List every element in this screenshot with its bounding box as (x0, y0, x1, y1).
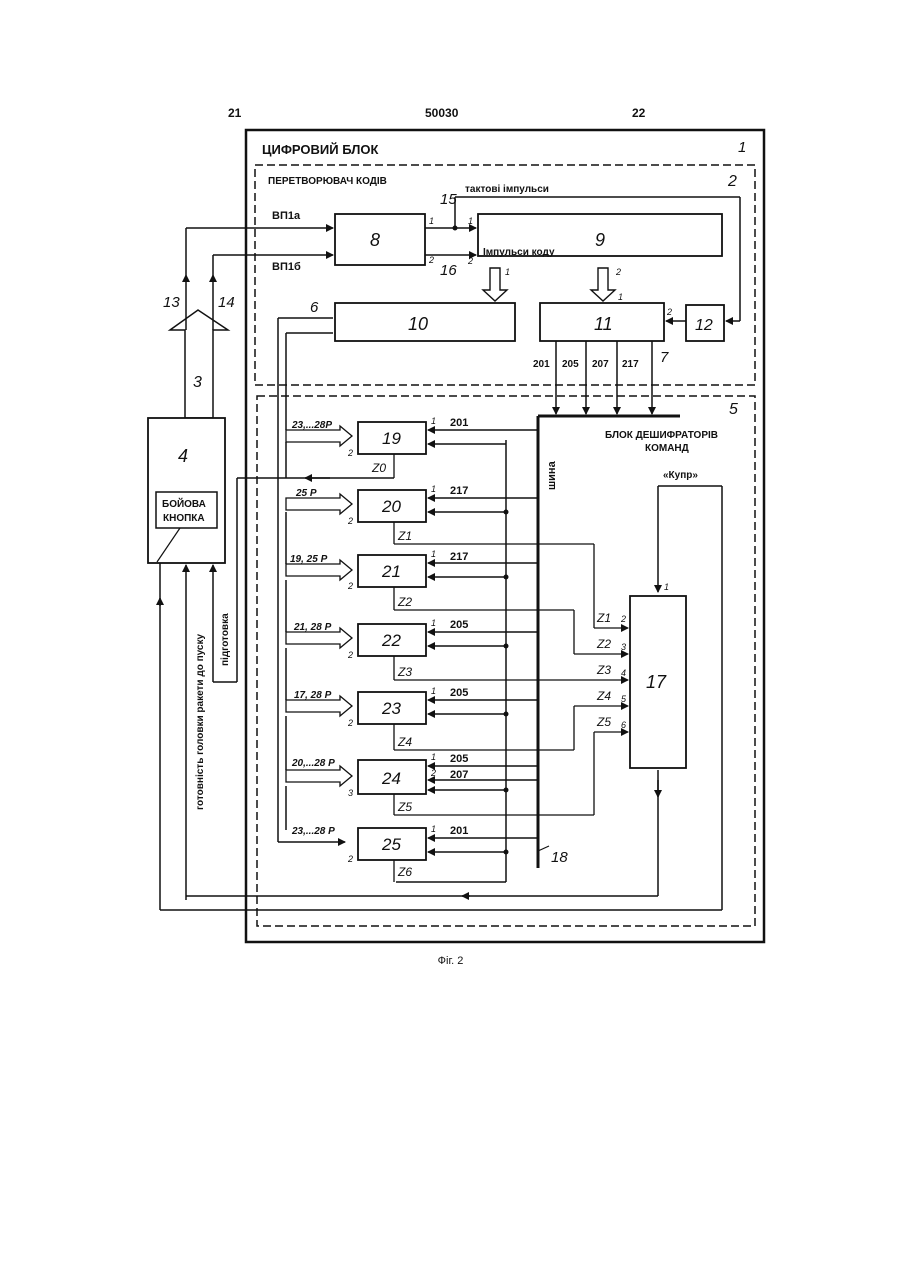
b17-in-z5: Z5 (596, 715, 611, 729)
d20-pin1: 1 (431, 484, 436, 494)
combat-button-line2: КНОПКА (163, 513, 205, 524)
d19-pin2: 2 (347, 448, 353, 458)
z0-label: Z0 (371, 461, 386, 475)
digital-block-title: ЦИФРОВИЙ БЛОК (262, 142, 378, 157)
decoder-21-code: 217 (450, 551, 468, 563)
decoder-25-input: 23,...28 Р (291, 826, 335, 837)
bus-arrow-9-10 (483, 268, 507, 301)
block-12-label: 12 (695, 317, 713, 334)
decoder-25-code: 201 (450, 825, 468, 837)
vp1a-label: ВП1а (272, 210, 301, 222)
b17-in-z4: Z4 (596, 689, 611, 703)
decoder-block-number: 5 (729, 401, 738, 418)
block-10-label: 10 (408, 314, 428, 334)
b17-pin3: 3 (621, 642, 626, 652)
decoder-24-label: 24 (381, 769, 401, 788)
d25-pin1: 1 (431, 824, 436, 834)
b8-pin1: 1 (429, 216, 434, 226)
z5-out-label: Z5 (397, 800, 412, 814)
figure-caption: Фіг. 2 (0, 955, 901, 967)
b17-pin2: 2 (620, 614, 626, 624)
b17-pin6: 6 (621, 720, 626, 730)
block-11-label: 11 (594, 314, 613, 334)
block-4-label: 4 (178, 446, 188, 466)
d23-pin1: 1 (431, 686, 436, 696)
ref-6: 6 (310, 299, 319, 316)
bus-code-205: 205 (562, 359, 579, 370)
d21-pin1: 1 (431, 549, 436, 559)
bus-arrow-3 (170, 310, 228, 418)
b17-in-z1: Z1 (596, 611, 611, 625)
d25-pin2: 2 (347, 854, 353, 864)
b9-pin2: 2 (467, 256, 473, 266)
decoder-24-code-a: 205 (450, 753, 468, 765)
arrow-9-11-pin: 2 (615, 267, 621, 277)
kupr-label: «Купр» (663, 470, 698, 481)
decoder-19-code: 201 (450, 417, 468, 429)
code-converter-number: 2 (727, 173, 737, 190)
preparation-label: підготовка (220, 613, 231, 666)
combat-button-line1: БОЙОВА (162, 497, 206, 510)
decoder-23-code: 205 (450, 687, 468, 699)
decoder-24-code-b: 207 (450, 769, 468, 781)
decoder-20-code: 217 (450, 485, 468, 497)
ref-14: 14 (218, 294, 235, 311)
bus-code-217: 217 (622, 359, 639, 370)
decoder-block-title-1: БЛОК ДЕШИФРАТОРІВ (605, 430, 718, 441)
d21-pin2: 2 (347, 581, 353, 591)
bus-arrow-9-11 (591, 268, 615, 301)
code-pulses-label: Імпульси коду (483, 247, 555, 258)
block-17-label: 17 (646, 672, 667, 692)
block-4 (148, 418, 225, 563)
b17-in-z3: Z3 (596, 663, 611, 677)
bus-code-207: 207 (592, 359, 609, 370)
z3-out-label: Z3 (397, 665, 412, 679)
b17-pin1: 1 (664, 582, 669, 592)
vp1b-label: ВП1б (272, 261, 301, 273)
b11-pin1: 1 (618, 292, 623, 302)
z4-out-label: Z4 (397, 735, 412, 749)
decoder-20-label: 20 (381, 497, 401, 516)
decoder-19-label: 19 (382, 429, 401, 448)
d24-pin2: 2 (430, 768, 436, 778)
d24-pin3: 3 (348, 788, 353, 798)
b17-pin4: 4 (621, 668, 626, 678)
block-9-label: 9 (595, 230, 605, 250)
arrow-9-10-pin: 1 (505, 267, 510, 277)
b17-pin5: 5 (621, 694, 627, 704)
bus-label: шина (546, 460, 558, 490)
decoder-24-input: 20,...28 Р (291, 758, 335, 769)
clock-pulses-label: тактові імпульси (465, 184, 549, 195)
z6-out-label: Z6 (397, 865, 412, 879)
bus-code-201: 201 (533, 359, 550, 370)
b9-pin1: 1 (468, 216, 473, 226)
readiness-label: готовність головки ракети до пуску (195, 634, 206, 810)
z1-out-label: Z1 (397, 529, 412, 543)
decoder-25-label: 25 (381, 835, 401, 854)
z2-out-label: Z2 (397, 595, 412, 609)
b11-pin2: 2 (666, 307, 672, 317)
code-converter-title: ПЕРЕТВОРЮВАЧ КОДІВ (268, 176, 387, 187)
digital-block-number: 1 (738, 139, 746, 156)
b8-pin2: 2 (428, 255, 434, 265)
d23-pin2: 2 (347, 718, 353, 728)
ref-3: 3 (193, 374, 202, 391)
b17-in-z2: Z2 (596, 637, 611, 651)
decoder-21-label: 21 (381, 562, 401, 581)
ref-7: 7 (660, 349, 669, 366)
d20-pin2: 2 (347, 516, 353, 526)
decoder-22-code: 205 (450, 619, 468, 631)
d19-pin1: 1 (431, 416, 436, 426)
decoder-22-label: 22 (381, 631, 401, 650)
block-8-label: 8 (370, 230, 380, 250)
d22-pin1: 1 (431, 618, 436, 628)
ref-13: 13 (163, 294, 180, 311)
d22-pin2: 2 (347, 650, 353, 660)
decoder-block-title-2: КОМАНД (645, 443, 689, 454)
bus-ref-18: 18 (551, 849, 568, 866)
decoder-23-label: 23 (381, 699, 401, 718)
ref-16: 16 (440, 262, 457, 279)
d24-pin1: 1 (431, 752, 436, 762)
